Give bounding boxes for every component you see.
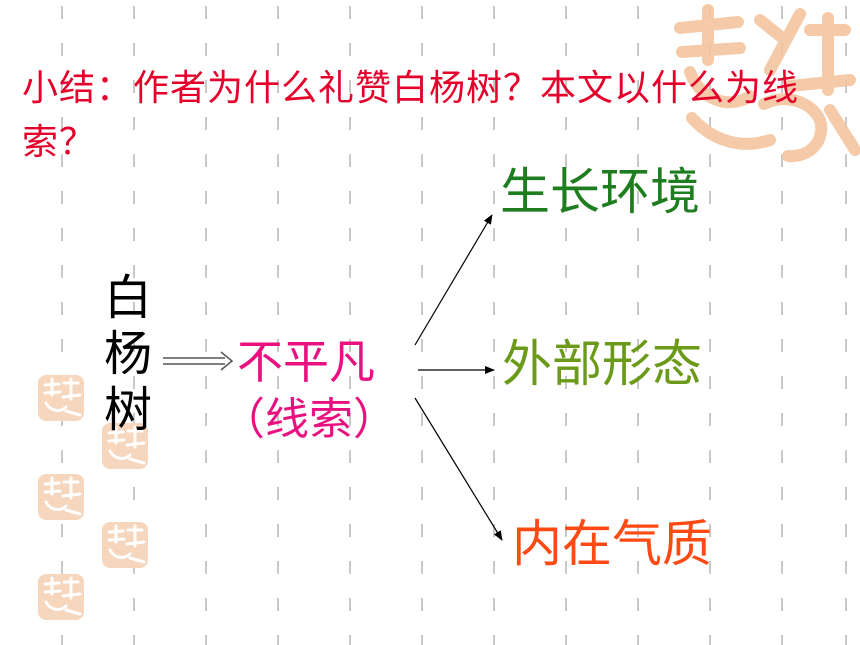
source-char: 杨	[104, 326, 153, 382]
middle-note-label: （线索）	[221, 394, 397, 445]
branch-node-3: 内在气质	[512, 515, 712, 573]
middle-main-label: 不平凡	[237, 335, 375, 389]
source-node: 白 杨 树	[104, 270, 158, 438]
seal-icon	[102, 522, 148, 568]
seal-icon	[38, 474, 84, 520]
seal-icon	[38, 375, 84, 421]
source-char: 树	[104, 382, 153, 438]
seal-icon	[102, 423, 148, 469]
arrow-to-branch-1	[414, 214, 493, 346]
double-arrow-icon	[163, 351, 234, 371]
branch-node-2: 外部形态	[502, 335, 702, 393]
source-char: 白	[104, 270, 153, 326]
arrow-to-branch-3	[414, 397, 503, 541]
page-title: 小结：作者为什么礼赞白杨树？本文以什么为线索？	[22, 68, 800, 163]
seal-icon	[674, 4, 860, 163]
branch-node-1: 生长环境	[500, 163, 700, 221]
seal-icon	[38, 574, 84, 620]
middle-node: 不平凡 （线索）	[215, 332, 397, 448]
